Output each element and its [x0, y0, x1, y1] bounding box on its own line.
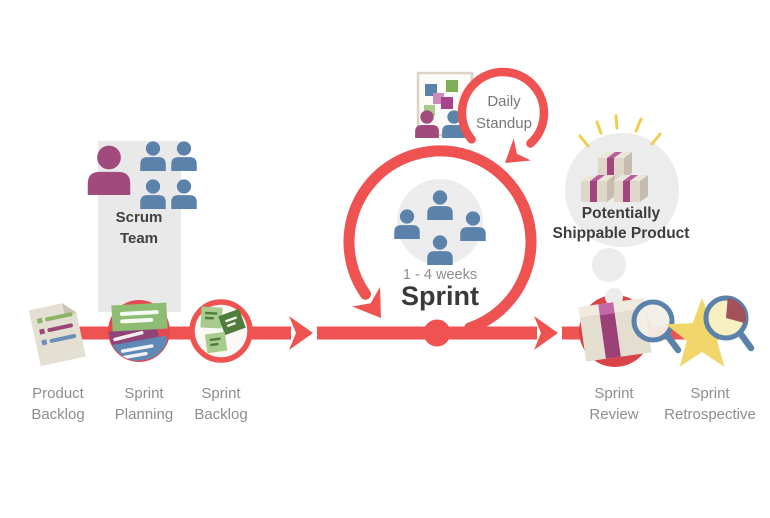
sprint-loop-arrowhead — [352, 286, 381, 318]
timeline-node-dot — [423, 319, 451, 347]
sprint-planning-icon — [108, 300, 170, 362]
thought-dot-large — [592, 248, 626, 282]
review-magnifier-icon — [631, 299, 682, 354]
sprint-backlog-label: Sprint Backlog — [194, 385, 248, 423]
product-backlog-label: Product Backlog — [31, 385, 85, 423]
daily-standup-loop — [457, 67, 549, 163]
scrum-team-band — [98, 141, 181, 312]
sprint-backlog-icon — [189, 299, 253, 363]
sprint-review-label: Sprint Review — [589, 385, 639, 423]
sparkles-icon — [578, 114, 662, 148]
shippable-product-icon — [565, 114, 679, 247]
sprint-duration-label: 1 - 4 weeks — [402, 267, 478, 283]
product-backlog-icon — [28, 303, 86, 367]
star-icon — [665, 298, 739, 367]
scrum-team-label: Scrum Team — [115, 209, 163, 247]
sprint-label: Sprint — [401, 281, 479, 311]
sprint-retrospective-icon — [665, 295, 755, 367]
shippable-product-label: Potentially Shippable Product — [552, 205, 690, 242]
product-boxes-icon — [581, 152, 648, 202]
timeline-arrowhead-1 — [289, 316, 313, 350]
sprint-planning-label: Sprint Planning — [114, 385, 174, 423]
daily-standup-arrowhead — [505, 138, 531, 163]
sprint-retrospective-label: Sprint Retrospective — [664, 385, 756, 423]
sprint-team-icon — [394, 179, 486, 265]
daily-standup-label: Daily Standup — [476, 93, 532, 132]
sprint-review-icon — [578, 248, 682, 367]
sprint-loop — [343, 145, 537, 347]
timeline-arrowhead-2 — [534, 316, 558, 350]
pie-wedge — [726, 298, 746, 324]
retrospective-magnifier-icon — [703, 295, 755, 352]
